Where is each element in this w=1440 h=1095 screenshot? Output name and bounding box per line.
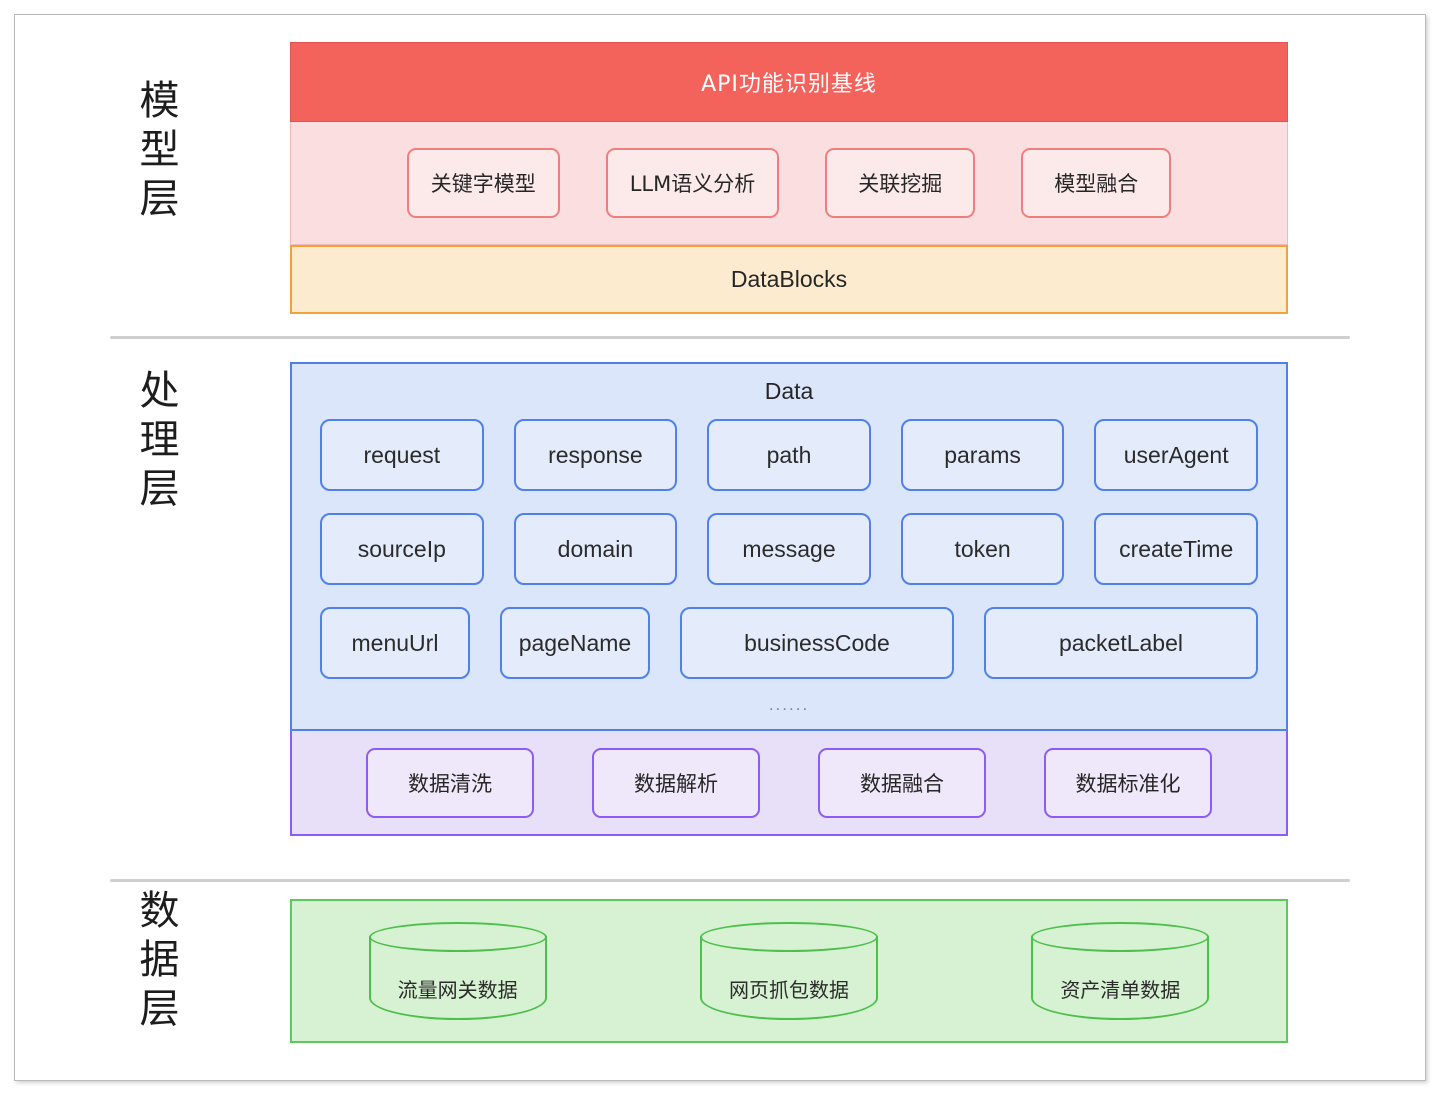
model-box-model-fusion[interactable]: 模型融合 — [1021, 148, 1172, 218]
data-sources-panel: 流量网关数据 网页抓包数据 资产清单数据 — [290, 899, 1288, 1043]
layer-label-data-char-3: 层 — [139, 985, 181, 1032]
field-createtime[interactable]: createTime — [1094, 513, 1258, 585]
layer-divider-bottom — [110, 879, 1350, 882]
layer-label-model: 模 型 层 — [120, 77, 200, 223]
model-box-keyword[interactable]: 关键字模型 — [406, 148, 560, 218]
database-cylinder-icon — [368, 936, 547, 1020]
field-params[interactable]: params — [900, 419, 1065, 491]
layer-label-data: 数 据 层 — [120, 887, 200, 1033]
layer-label-data-char-2: 据 — [139, 936, 181, 983]
field-sourceip[interactable]: sourceIp — [320, 513, 484, 585]
database-cylinder-icon — [699, 936, 878, 1020]
field-path[interactable]: path — [707, 419, 871, 491]
datastore-label-web-packet-capture: 网页抓包数据 — [728, 978, 849, 1002]
datastore-asset-inventory[interactable]: 资产清单数据 — [1031, 922, 1210, 1020]
datablocks-band: DataBlocks — [290, 245, 1288, 314]
operation-data-standardization[interactable]: 数据标准化 — [1044, 747, 1212, 818]
operation-data-cleaning[interactable]: 数据清洗 — [366, 747, 534, 818]
field-response[interactable]: response — [513, 419, 678, 491]
field-domain[interactable]: domain — [513, 513, 678, 585]
field-ellipsis: ...... — [768, 695, 810, 714]
model-box-association-mining[interactable]: 关联挖掘 — [825, 148, 976, 218]
operation-data-parsing[interactable]: 数据解析 — [592, 747, 760, 818]
model-boxes-row: 关键字模型 LLM语义分析 关联挖掘 模型融合 — [290, 122, 1288, 245]
layer-label-model-char-2: 型 — [139, 126, 181, 173]
field-request[interactable]: request — [320, 419, 484, 491]
datastore-traffic-gateway[interactable]: 流量网关数据 — [368, 922, 547, 1020]
layer-divider-top — [110, 336, 1350, 339]
database-cylinder-icon — [1031, 936, 1210, 1020]
database-cylinder-top-icon — [699, 922, 878, 952]
database-cylinder-top-icon — [1031, 922, 1210, 952]
layer-label-model-char-1: 模 — [139, 78, 181, 124]
field-row-2: sourceIp domain message token createTime — [320, 513, 1258, 585]
layer-label-process-char-1: 处 — [139, 368, 181, 414]
layer-label-process: 处 理 层 — [120, 367, 200, 513]
data-fields-panel: Data request response path params userAg… — [290, 362, 1288, 731]
model-layer-panel: API功能识别基线 关键字模型 LLM语义分析 关联挖掘 模型融合 DataBl… — [290, 42, 1288, 314]
field-pagename[interactable]: pageName — [499, 607, 650, 679]
diagram-frame: 模 型 层 处 理 层 数 据 层 API功能识别基线 关键字模型 LLM语义分… — [14, 14, 1426, 1081]
layer-label-process-char-3: 层 — [139, 465, 181, 512]
layer-label-model-char-3: 层 — [139, 175, 181, 222]
process-layer-panel: Data request response path params userAg… — [290, 362, 1288, 836]
field-row-1: request response path params userAgent — [320, 419, 1258, 491]
layer-label-data-char-1: 数 — [139, 888, 181, 934]
field-useragent[interactable]: userAgent — [1094, 419, 1258, 491]
field-message[interactable]: message — [707, 513, 871, 585]
data-operations-panel: 数据清洗 数据解析 数据融合 数据标准化 — [290, 731, 1288, 836]
datastore-web-packet-capture[interactable]: 网页抓包数据 — [699, 922, 878, 1020]
field-packetlabel[interactable]: packetLabel — [983, 607, 1258, 679]
field-businesscode[interactable]: businessCode — [679, 607, 954, 679]
layer-label-process-char-2: 理 — [139, 416, 181, 463]
database-cylinder-top-icon — [368, 922, 547, 952]
model-box-llm-semantic[interactable]: LLM语义分析 — [605, 148, 780, 218]
data-panel-title: Data — [764, 378, 814, 404]
operation-data-fusion[interactable]: 数据融合 — [818, 747, 986, 818]
field-menuurl[interactable]: menuUrl — [320, 607, 470, 679]
field-token[interactable]: token — [900, 513, 1065, 585]
datastore-label-traffic-gateway: 流量网关数据 — [397, 978, 518, 1002]
api-baseline-banner: API功能识别基线 — [290, 42, 1288, 122]
datastore-label-asset-inventory: 资产清单数据 — [1060, 978, 1181, 1002]
field-row-3: menuUrl pageName businessCode packetLabe… — [320, 607, 1258, 679]
